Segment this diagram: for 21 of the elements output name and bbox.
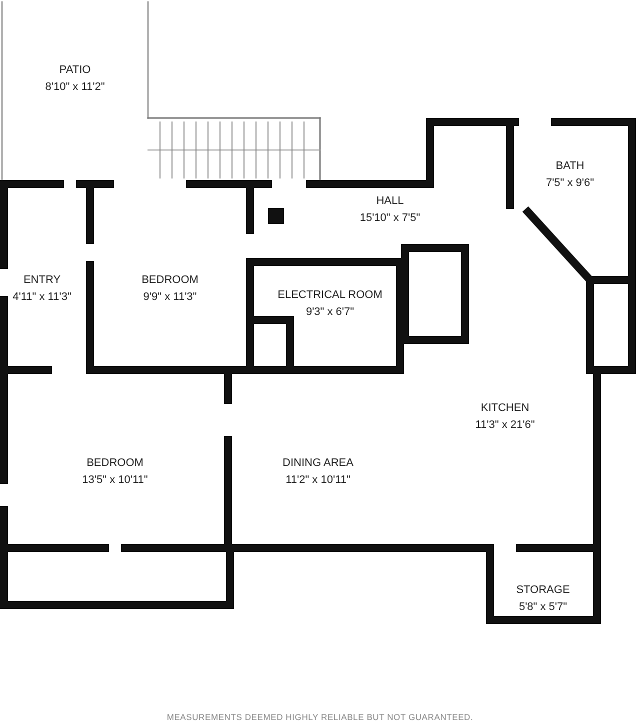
room-dimensions: 7'5" x 9'6"	[546, 176, 594, 191]
room-name: BEDROOM	[142, 273, 198, 288]
room-dimensions: 9'3" x 6'7"	[304, 305, 356, 320]
room-dimensions: 11'2" x 10'11"	[284, 473, 352, 488]
room-name: PATIO	[58, 63, 92, 78]
room-name: HALL	[375, 194, 405, 209]
room-dimensions: 13'5" x 10'11"	[82, 473, 148, 488]
room-name: STORAGE	[516, 583, 570, 598]
room-name: DINING AREA	[282, 456, 354, 471]
disclaimer-note: MEASUREMENTS DEEMED HIGHLY RELIABLE BUT NOT GUARANTEED.	[166, 712, 474, 722]
room-dimensions: 11'3" x 21'6"	[475, 418, 535, 433]
room-dimensions: 9'9" x 11'3"	[142, 290, 198, 305]
room-name: BEDROOM	[86, 456, 144, 471]
room-dimensions: 8'10" x 11'2"	[45, 80, 105, 95]
room-name: ELECTRICAL ROOM	[278, 288, 382, 303]
room-dimensions: 15'10" x 7'5"	[360, 211, 420, 226]
room-name: BATH	[554, 159, 586, 174]
room-dimensions: 5'8" x 5'7"	[518, 600, 568, 615]
room-name: KITCHEN	[480, 401, 530, 416]
room-name: ENTRY	[22, 273, 62, 288]
room-dimensions: 4'11" x 11'3"	[12, 290, 72, 305]
